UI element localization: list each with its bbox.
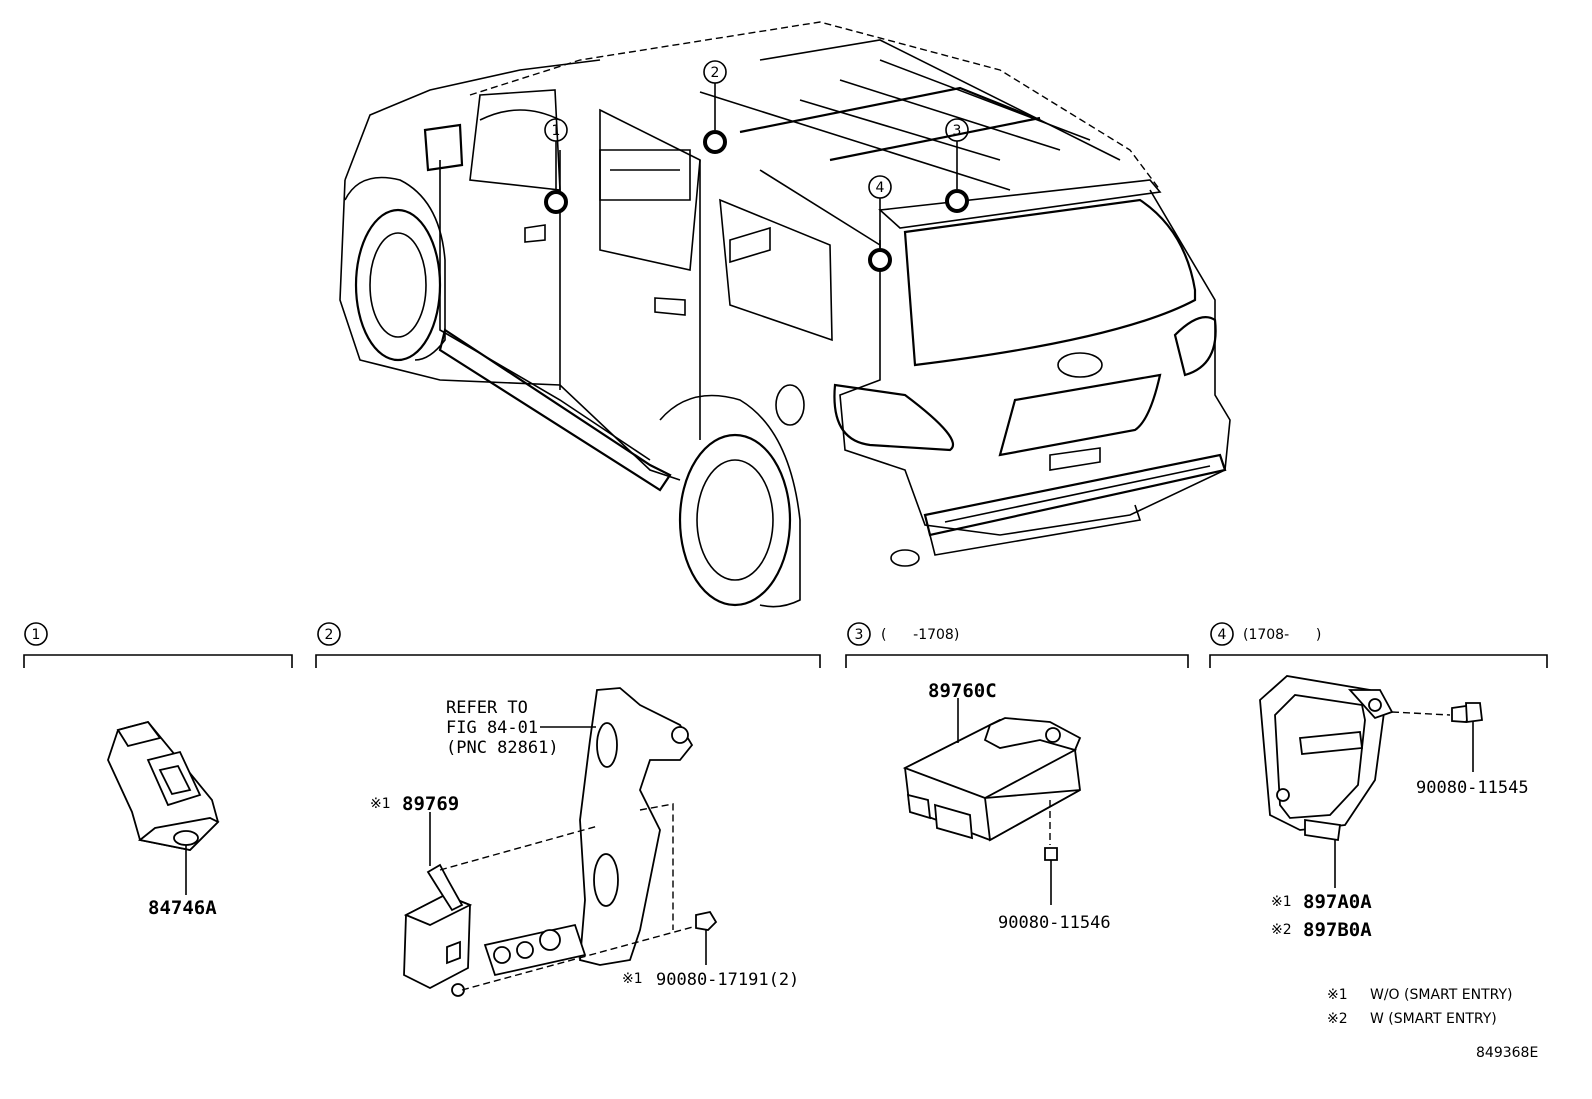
label-897B0A-mark: ※2: [1271, 922, 1292, 938]
callout-1-number: 1: [552, 123, 561, 139]
label-89760C: 89760C: [928, 680, 997, 702]
label-89769-mark: ※1: [370, 796, 391, 812]
label-90080-17191: 90080-17191(2): [656, 970, 799, 990]
part-89769-bracket-assembly: REFER TO FIG 84-01 (PNC 82861) ※1 89769 …: [370, 687, 799, 997]
location-callouts: 1 2 3 4: [544, 60, 969, 272]
label-90080-11546: 90080-11546: [998, 913, 1111, 933]
refer-line-2: FIG 84-01: [446, 718, 538, 738]
part-89760C-receiver: 89760C 90080-11546: [902, 680, 1111, 933]
section-3-number: 3: [855, 627, 864, 643]
section-4-note: (1708- ): [1243, 627, 1321, 643]
refer-line-3: (PNC 82861): [446, 738, 559, 758]
section-3-note: ( -1708): [881, 627, 959, 643]
section-1-number: 1: [32, 627, 41, 643]
label-897A0A-mark: ※1: [1271, 894, 1292, 910]
callout-4-number: 4: [876, 180, 885, 196]
refer-line-1: REFER TO: [446, 698, 528, 718]
label-84746A: 84746A: [148, 897, 217, 919]
part-897A0A-module: 90080-11545 ※1 897A0A ※2 897B0A: [1259, 675, 1529, 941]
label-90080-11545: 90080-11545: [1416, 778, 1529, 798]
callout-3-number: 3: [953, 123, 962, 139]
section-4-number: 4: [1218, 627, 1227, 643]
part-84746A-switch: 84746A: [107, 720, 220, 919]
legend: ※1 W/O (SMART ENTRY) ※2 W (SMART ENTRY): [1327, 987, 1512, 1027]
legend-1-text: W/O (SMART ENTRY): [1370, 987, 1512, 1003]
callout-2-number: 2: [711, 65, 720, 81]
label-897B0A: 897B0A: [1303, 919, 1372, 941]
label-897A0A: 897A0A: [1303, 891, 1372, 913]
legend-2-mark: ※2: [1327, 1011, 1348, 1027]
section-2-number: 2: [325, 627, 334, 643]
legend-1-mark: ※1: [1327, 987, 1348, 1003]
legend-2-text: W (SMART ENTRY): [1370, 1011, 1497, 1027]
label-90080-17191-mark: ※1: [622, 971, 643, 987]
label-89769: 89769: [402, 793, 459, 815]
section-headers: 1 2 3 ( -1708) 4 (1708- ): [23, 622, 1548, 668]
vehicle-illustration: [339, 21, 1231, 608]
diagram-code: 849368E: [1476, 1045, 1538, 1061]
